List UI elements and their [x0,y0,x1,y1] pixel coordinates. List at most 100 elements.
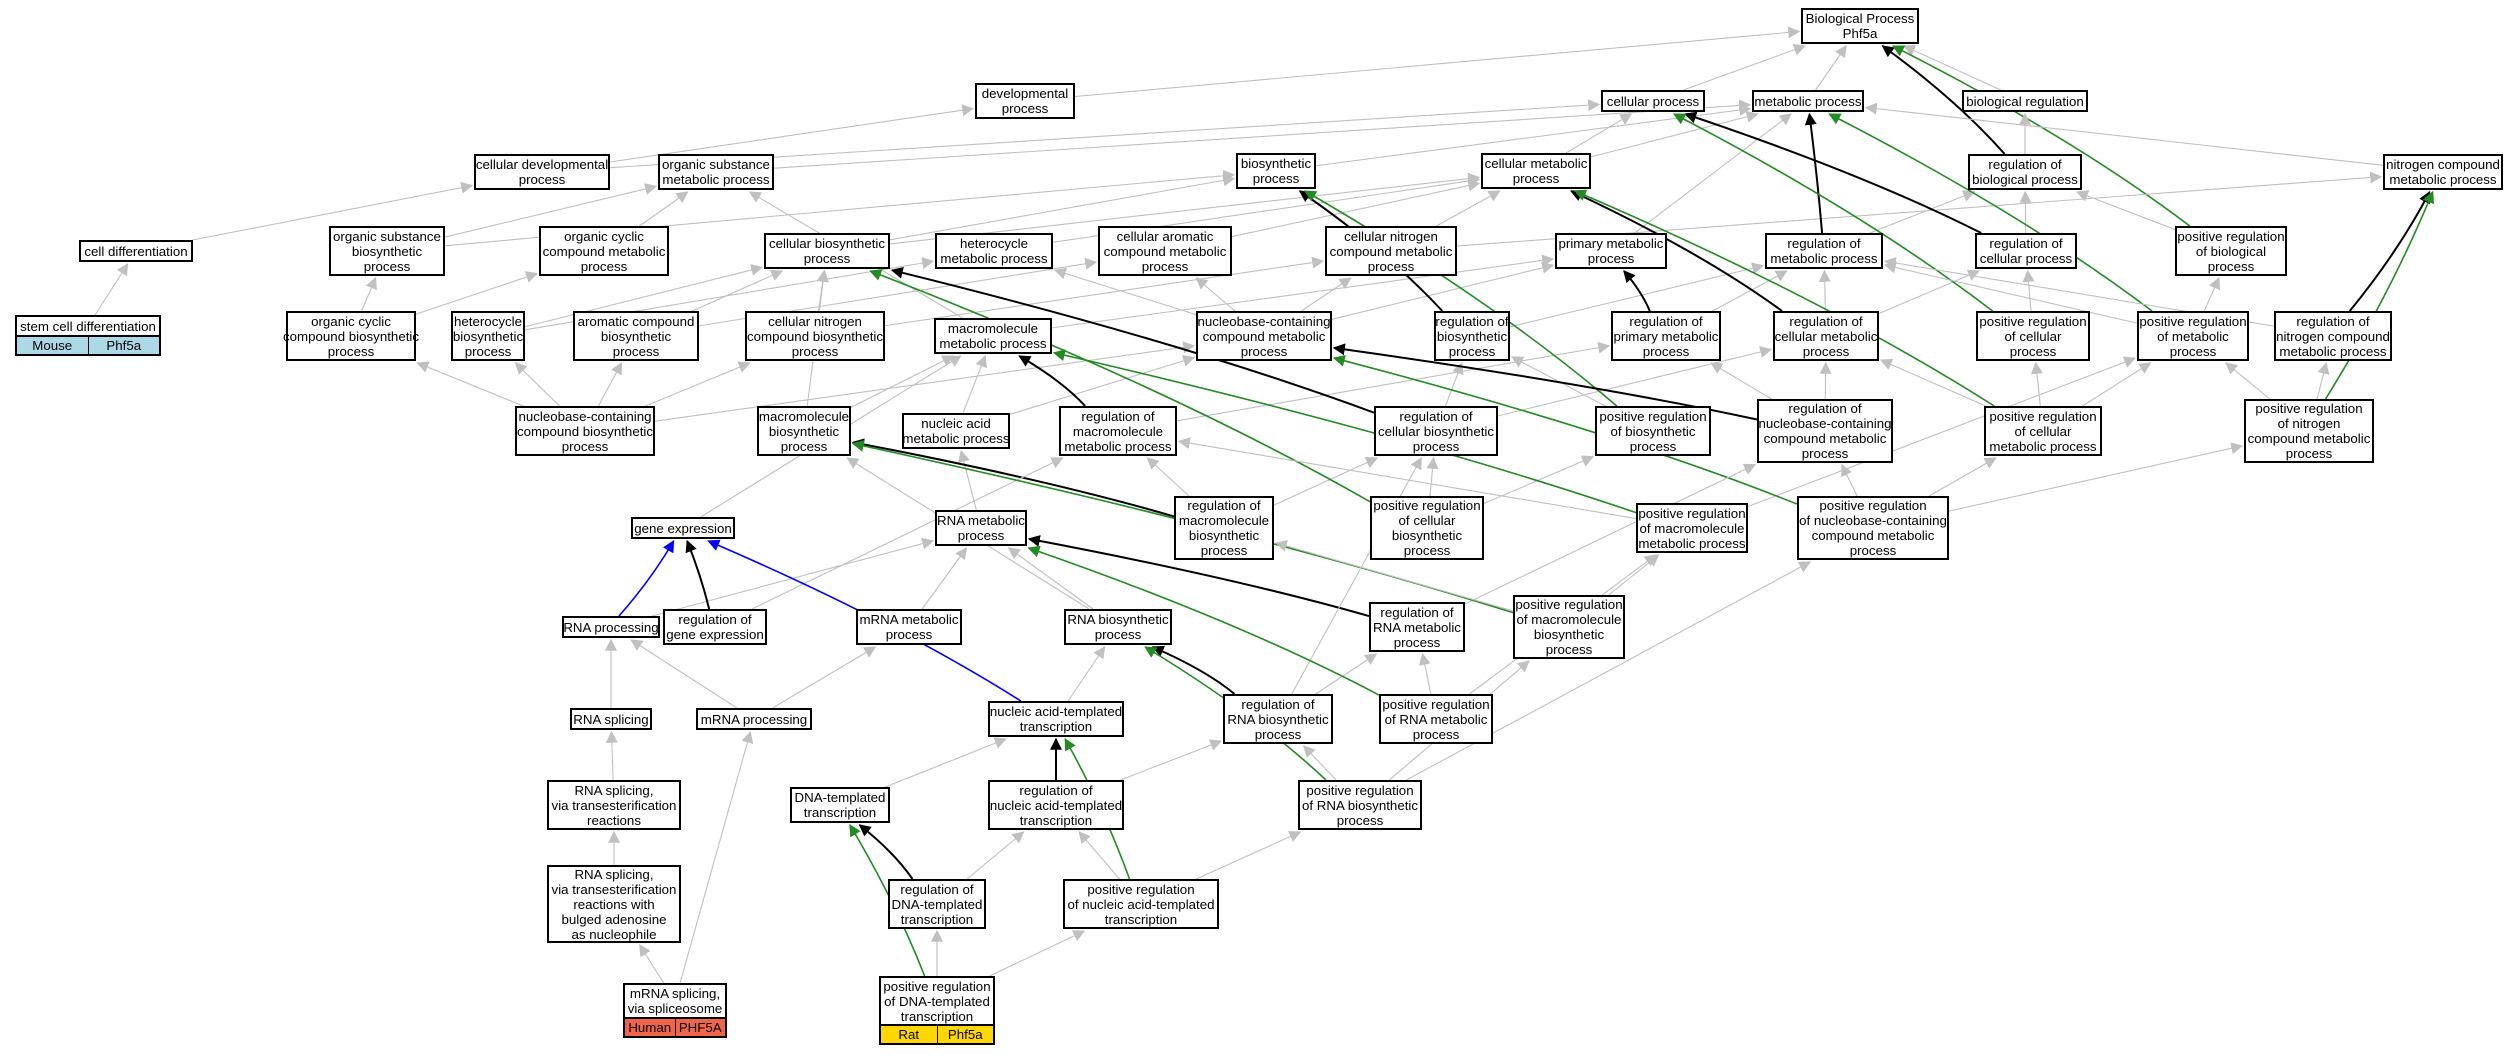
edge-posregncm-to-regncm [2316,361,2330,400]
term-label-line: positive regulation [1382,696,1490,712]
term-label-line: regulation of [1081,408,1155,424]
edge-posregmet-to-metab [1828,113,2153,312]
go-term-geneexp[interactable]: gene expression [631,517,735,539]
edge-posregmacmet-to-macmet [1052,349,1637,514]
go-term-celldiff[interactable]: cell differentiation [79,240,193,262]
edge-nbccb-to-occb [416,361,524,407]
term-label-line: Phf5a [1842,26,1878,41]
edge-posregcell-to-cellproc [1672,113,1994,312]
go-term-cellproc[interactable]: cellular process [1601,90,1705,112]
edge-posregbio-to-bp [1891,45,2191,227]
edge-posregnatrans-to-posregrnabio [1196,830,1302,880]
go-term-metab[interactable]: metabolic process [1752,90,1864,112]
gene-label: Phf5a [936,1026,993,1043]
term-label-line: process [1393,634,1441,650]
edge-posregncm-to-ncm [2324,190,2435,400]
term-label-line: cellular nitrogen [768,313,862,329]
term-label-line: cellular biosynthetic [1377,423,1495,439]
term-label-line: biological regulation [1966,93,2084,109]
go-term-rnaproc[interactable]: RNA processing [562,616,660,638]
edge-celldiff-to-celldev [192,181,474,241]
gene-label: Phf5a [87,337,159,354]
term-label-line: of cellular [2004,328,2062,344]
edge-osb-to-osm [444,183,658,238]
go-term-mrnaproc[interactable]: mRNA processing [696,708,812,730]
term-label-line: cellular developmental [475,157,609,172]
term-label-line: DNA-templated [891,896,983,912]
go-term-stem[interactable]: stem cell differentiation [15,315,161,337]
term-label-line: mRNA processing [700,711,808,727]
go-term-bioreg[interactable]: biological regulation [1962,90,2088,112]
go-term-rnasplice[interactable]: RNA splicing [570,708,652,730]
edge-nbccb-to-hetbio [514,362,560,407]
edge-posregmacmet-to-regmacmet [1177,437,1637,520]
edge-mrnasplice-to-rnasplicebulged [639,943,665,984]
term-label-line: biosynthetic [351,243,423,259]
go-term-mrnasplice[interactable]: mRNA splicing,via spliceosome [623,983,727,1019]
term-label-line: positive regulation [1819,498,1927,513]
edge-regdnatrans-to-dnatrans [858,824,914,880]
edge-posregmacbio-to-regmacbio [1274,540,1514,612]
